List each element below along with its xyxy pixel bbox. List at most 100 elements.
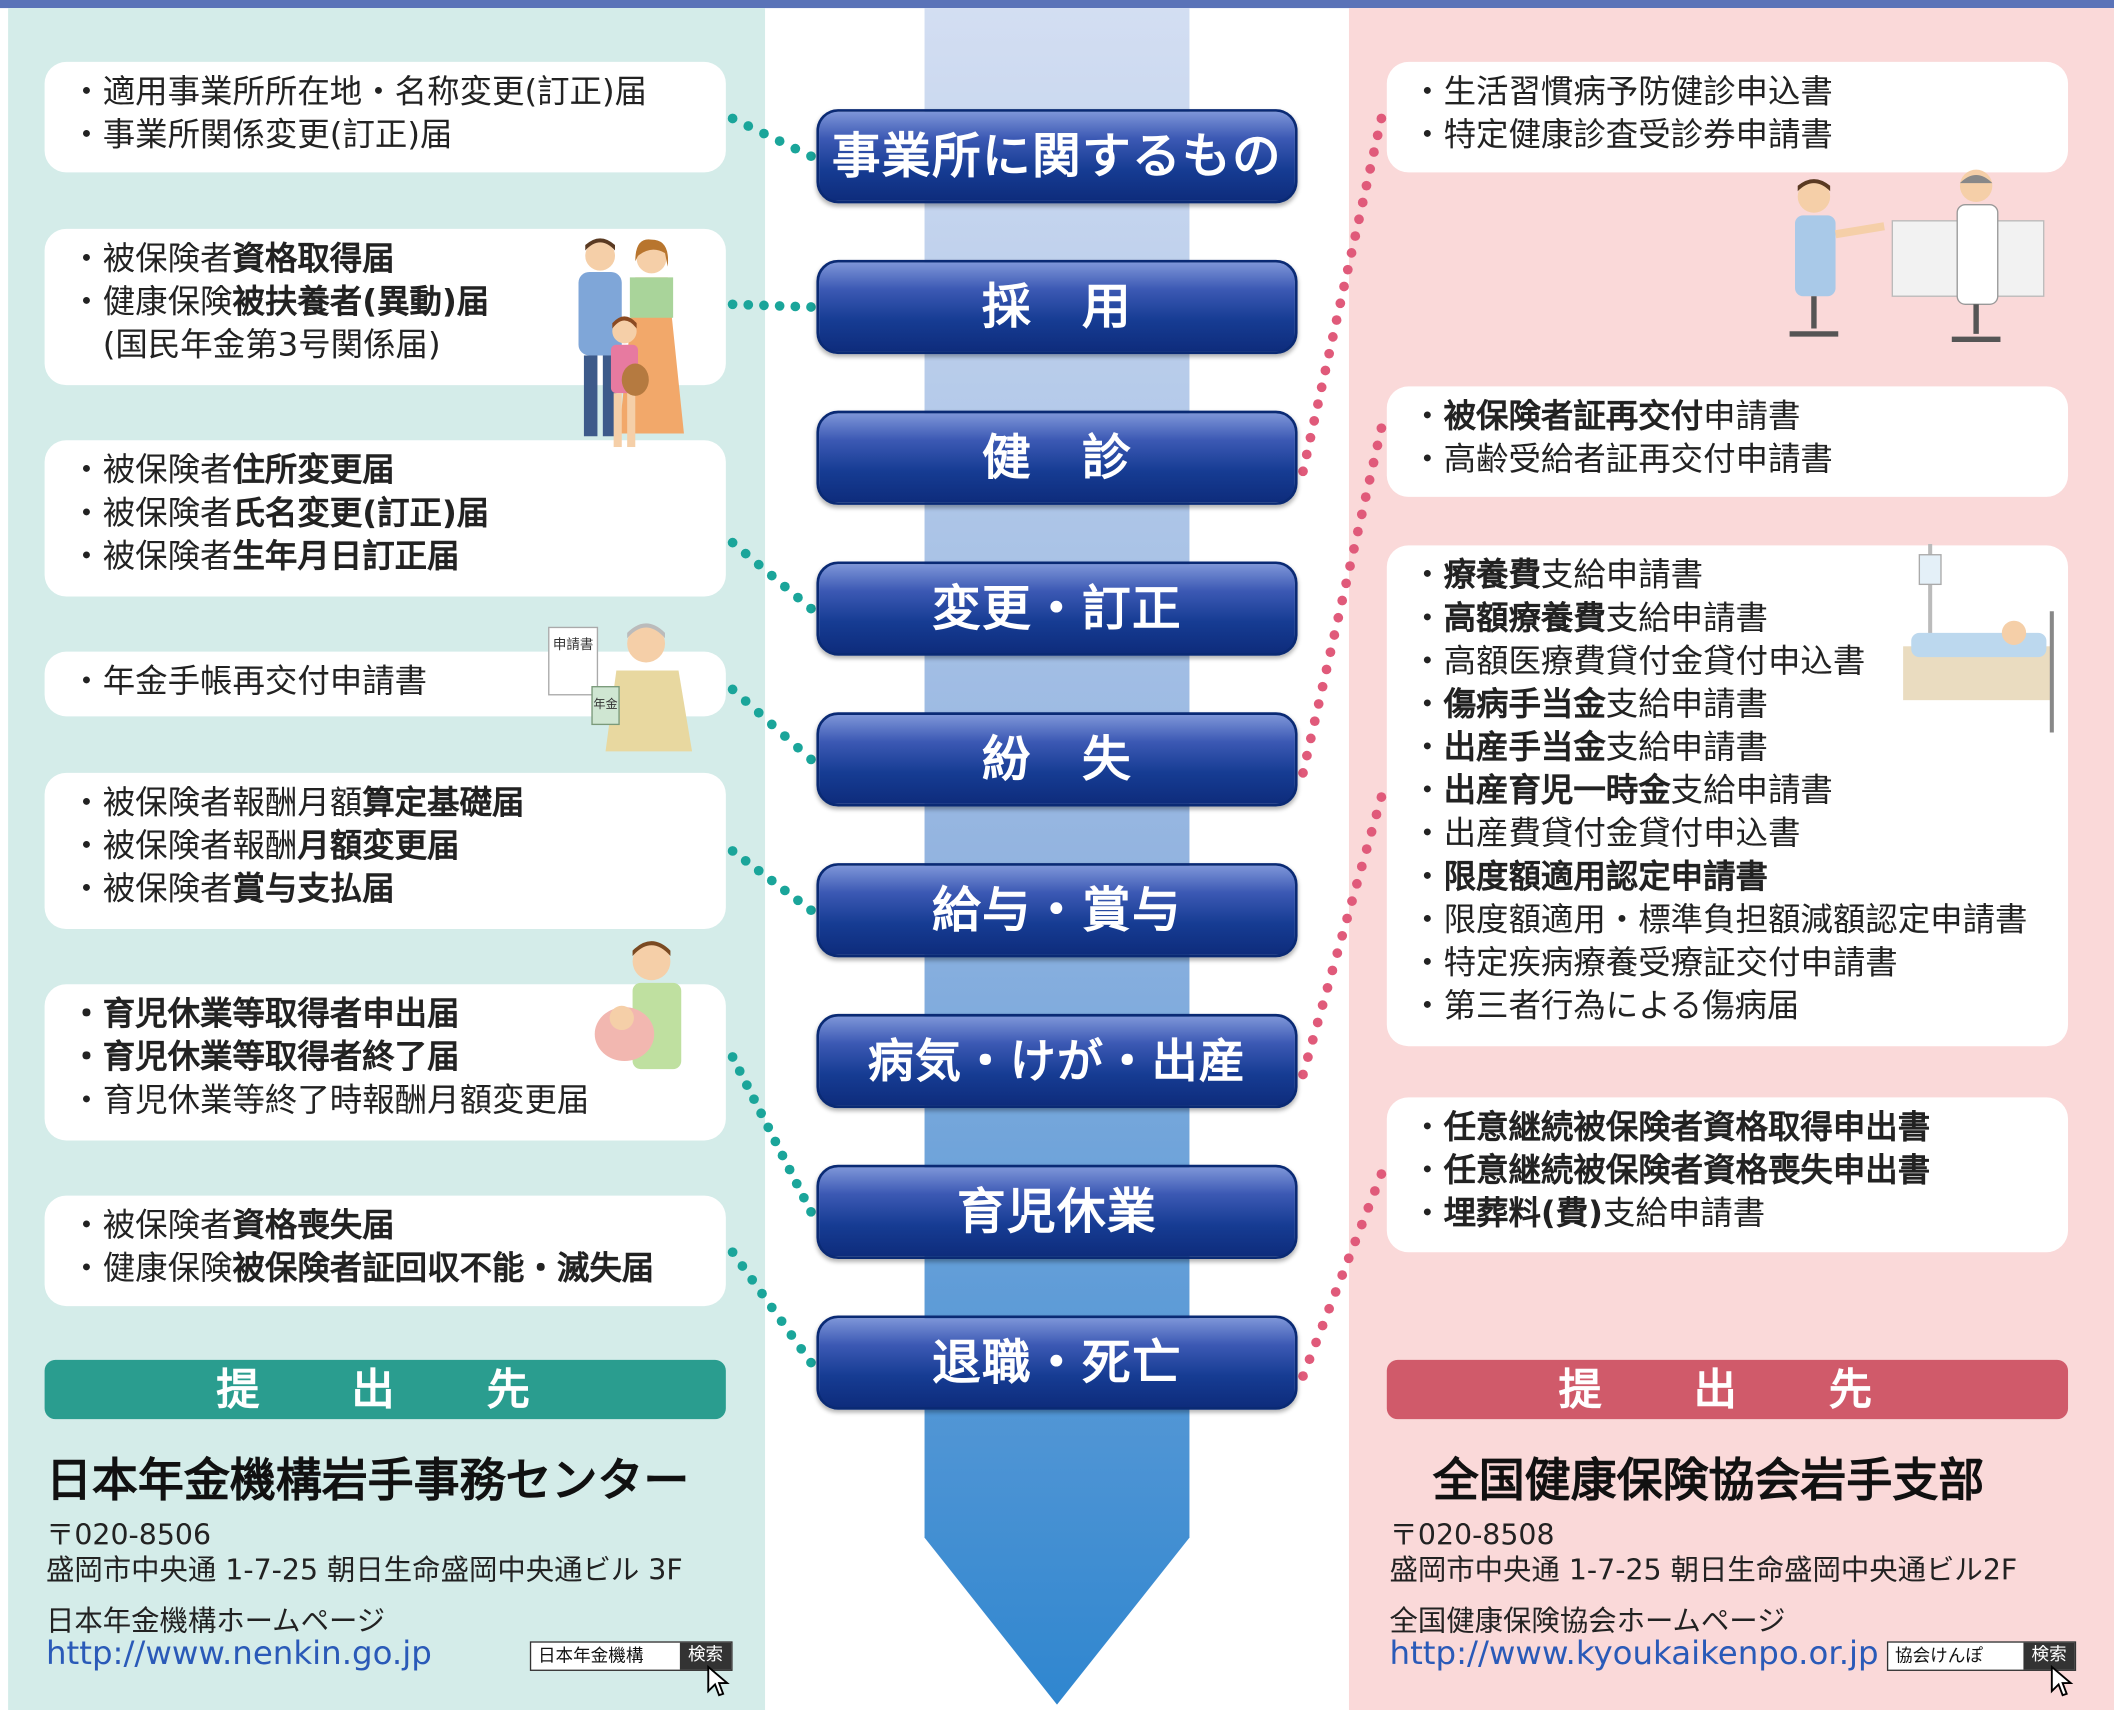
right-url-link[interactable]: http://www.kyoukaikenpo.or.jp bbox=[1389, 1634, 1879, 1673]
connector-dot bbox=[1347, 896, 1357, 906]
form-item-text: ・被保険者 bbox=[70, 869, 233, 908]
form-item-text: 支給申請書 bbox=[1670, 771, 1833, 810]
left-form-item: ・育児休業等終了時報酬月額変更届 bbox=[70, 1079, 589, 1122]
form-item-text: 生年月日訂正届 bbox=[232, 537, 460, 575]
connector-dot bbox=[1307, 1034, 1318, 1045]
right-form-item: ・限度額適用・標準負担額減額認定申請書 bbox=[1411, 898, 2027, 941]
connector-dot bbox=[1327, 965, 1338, 976]
connector-dot bbox=[753, 559, 764, 570]
right-form-item: ・特定健康診査受診券申請書 bbox=[1411, 113, 1833, 156]
left-url-link[interactable]: http://www.nenkin.go.jp bbox=[45, 1634, 432, 1673]
left-form-item: ・健康保険被保険者証回収不能・滅失届 bbox=[70, 1247, 654, 1290]
connector-dot bbox=[1324, 348, 1334, 359]
connector-dot bbox=[759, 300, 769, 311]
connector-dot bbox=[741, 1080, 752, 1090]
connector-dot bbox=[1304, 1354, 1315, 1365]
connector-dot bbox=[1321, 664, 1332, 675]
form-item-text: 出産手当金 bbox=[1443, 728, 1606, 767]
left-form-item: ・年金手帳再交付申請書 bbox=[70, 660, 427, 703]
form-item-text: (国民年金第3号関係届) bbox=[70, 325, 441, 364]
form-item-text: 支給申請書 bbox=[1605, 728, 1768, 767]
connector-dot bbox=[786, 1330, 797, 1340]
right-search-button[interactable]: 検索 bbox=[2023, 1642, 2075, 1670]
form-item-text: ・ bbox=[1411, 397, 1444, 435]
connector-dot bbox=[1337, 1270, 1348, 1280]
connector-dot bbox=[776, 1316, 787, 1327]
form-item-text: 任意継続被保険者資格喪失申出書 bbox=[1443, 1151, 1931, 1189]
form-item-text: ・育児休業等終了時報酬月額変更届 bbox=[70, 1081, 590, 1119]
right-postal: 〒020-8508 bbox=[1389, 1518, 1555, 1552]
connector-dot bbox=[1341, 578, 1351, 589]
left-search-button[interactable]: 検索 bbox=[679, 1642, 732, 1670]
form-item-text: ・被保険者 bbox=[70, 537, 233, 575]
form-item-text: ・被保険者 bbox=[70, 494, 233, 532]
connector-dot bbox=[1317, 1000, 1328, 1010]
form-item-text: ・ bbox=[1411, 1151, 1444, 1189]
left-box-retire bbox=[44, 1195, 726, 1307]
connector-dot bbox=[1342, 913, 1352, 924]
category-change: 変更・訂正 bbox=[816, 561, 1298, 656]
left-search-box[interactable]: 日本年金機構 検索 bbox=[529, 1641, 733, 1671]
connector-dot bbox=[1376, 792, 1387, 802]
form-item-text: 支給申請書 bbox=[1605, 599, 1768, 637]
category-office: 事業所に関するもの bbox=[816, 109, 1298, 204]
left-form-item: ・事業所関係変更(訂正)届 bbox=[70, 113, 452, 156]
form-item-text: ・生活習慣病予防健診申込書 bbox=[1411, 72, 1833, 111]
right-form-item: ・高額療養費支給申請書 bbox=[1411, 596, 1768, 639]
connector-dot bbox=[1330, 1287, 1341, 1297]
connector-dot bbox=[1361, 844, 1372, 854]
connector-dot bbox=[1303, 1052, 1313, 1062]
left-form-item: ・健康保険被扶養者(異動)届 bbox=[70, 280, 489, 323]
pension-book-text: 年金 bbox=[593, 696, 617, 711]
connector-dot bbox=[1369, 1186, 1380, 1196]
connector-dot bbox=[774, 136, 785, 146]
category-checkup: 健 診 bbox=[816, 410, 1298, 505]
connector-dot bbox=[743, 121, 754, 131]
connector-dot bbox=[777, 1150, 788, 1161]
category-salary: 給与・賞与 bbox=[816, 863, 1298, 958]
connector-dot bbox=[1305, 432, 1316, 443]
form-item-text: 療養費 bbox=[1443, 556, 1541, 594]
connector-dot bbox=[1346, 248, 1357, 258]
form-item-text: 被保険者証回収不能・滅失届 bbox=[232, 1249, 655, 1288]
left-form-item: ・被保険者報酬月額変更届 bbox=[70, 824, 459, 867]
form-item-text: ・ bbox=[1411, 556, 1444, 594]
connector-dot bbox=[1302, 750, 1312, 761]
form-item-text: ・限度額適用・標準負担額減額認定申請書 bbox=[1411, 900, 2028, 939]
right-org-name: 全国健康保険協会岩手支部 bbox=[1432, 1454, 1985, 1509]
right-box-checkup bbox=[1386, 61, 2069, 173]
connector-dot bbox=[806, 151, 816, 162]
family-illustration bbox=[578, 238, 684, 448]
form-item-text: ・被保険者 bbox=[70, 451, 233, 489]
form-item-text: ・ bbox=[1411, 685, 1444, 724]
connector-dot bbox=[1357, 197, 1368, 208]
form-item-text: 資格喪失届 bbox=[232, 1206, 395, 1245]
right-form-item: ・出産手当金支給申請書 bbox=[1411, 726, 1768, 769]
form-item-text: 被保険者証再交付 bbox=[1443, 397, 1704, 435]
form-item-text: ・ bbox=[1411, 1194, 1444, 1233]
connector-dot bbox=[1360, 492, 1371, 502]
connector-dot bbox=[766, 719, 777, 730]
connector-dot bbox=[806, 1357, 816, 1368]
form-item-text: 資格取得届 bbox=[232, 239, 395, 278]
connector-dot bbox=[1337, 595, 1348, 606]
connector-dot bbox=[1349, 543, 1359, 554]
form-item-text: 限度額適用認定申請書 bbox=[1443, 857, 1768, 896]
left-form-item: ・被保険者氏名変更(訂正)届 bbox=[70, 491, 489, 534]
right-form-item: ・任意継続被保険者資格取得申出書 bbox=[1411, 1105, 1930, 1148]
connector-dot bbox=[1350, 231, 1361, 241]
connector-dot bbox=[1361, 180, 1372, 191]
connector-dot bbox=[757, 1288, 767, 1299]
connector-dot bbox=[806, 1206, 816, 1217]
right-box-lost-card bbox=[1386, 386, 2069, 497]
left-form-item: ・被保険者資格喪失届 bbox=[70, 1204, 394, 1247]
left-form-item: ・育児休業等取得者申出届 bbox=[70, 992, 459, 1035]
connector-dot bbox=[727, 1052, 738, 1062]
right-search-box[interactable]: 協会けんぽ 検索 bbox=[1886, 1641, 2077, 1671]
connector-dot bbox=[1337, 930, 1348, 941]
form-item-text: ・ bbox=[1411, 1108, 1444, 1146]
form-item-text: ・第三者行為による傷病届 bbox=[1411, 986, 1800, 1025]
form-item-text: 住所変更届 bbox=[232, 451, 395, 489]
left-form-item: ・被保険者報酬月額算定基礎届 bbox=[70, 781, 524, 824]
connector-dot bbox=[1352, 878, 1362, 889]
